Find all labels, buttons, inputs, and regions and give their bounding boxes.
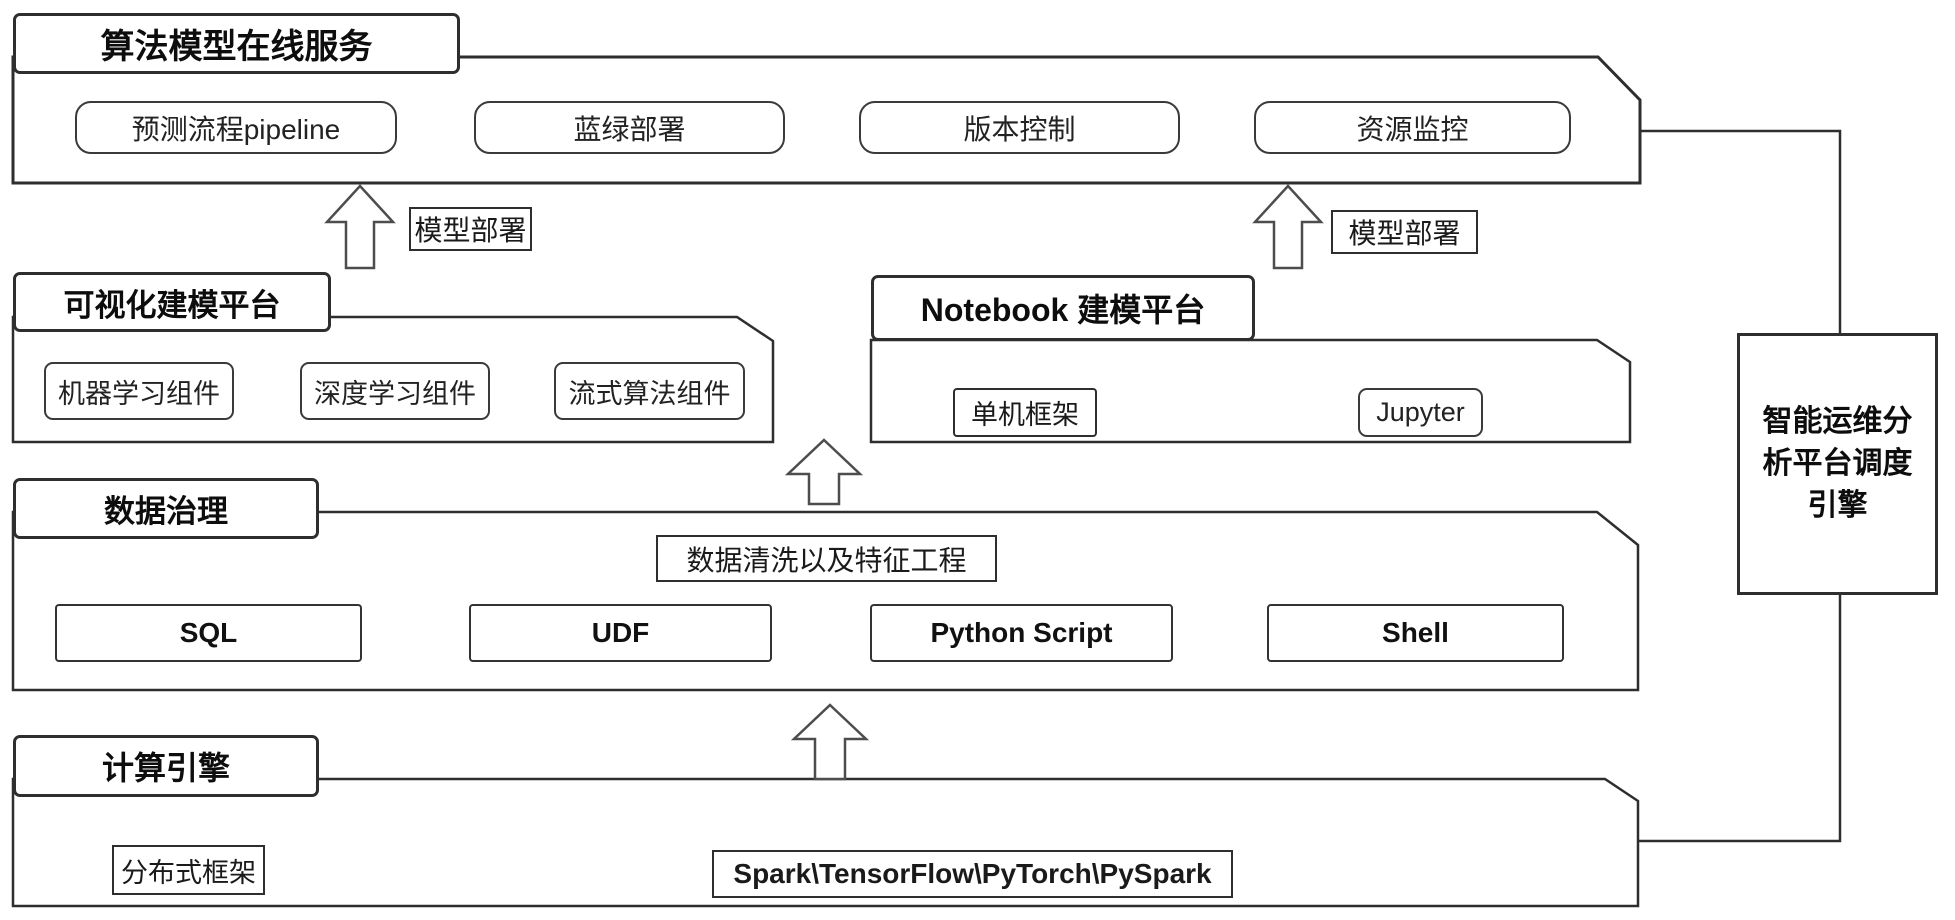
data-to-platform-arrow-icon [784,438,864,506]
visual-modeling-item-ml: 机器学习组件 [44,362,234,420]
online-service-item-bluegreen: 蓝绿部署 [474,101,785,154]
deploy-label-right: 模型部署 [1331,210,1478,254]
notebook-item-standalone: 单机框架 [953,388,1097,437]
deploy-label-left: 模型部署 [409,207,532,251]
data-governance-item-udf: UDF [469,604,772,662]
data-governance-body [11,510,1640,692]
deploy-arrow-left-icon [324,184,396,270]
data-governance-note: 数据清洗以及特征工程 [656,535,997,582]
data-governance-item-shell: Shell [1267,604,1564,662]
data-governance-item-sql: SQL [55,604,362,662]
data-governance-item-python-script: Python Script [870,604,1173,662]
online-service-item-resource-monitor: 资源监控 [1254,101,1571,154]
online-service-body [11,55,1642,185]
online-service-item-version-control: 版本控制 [859,101,1180,154]
compute-engine-item-frameworks: Spark\TensorFlow\PyTorch\PySpark [712,850,1233,898]
connector-bottom-right [1638,595,1842,843]
notebook-title-tab: Notebook 建模平台 [871,275,1255,341]
scheduler-engine-box: 智能运维分析平台调度引擎 [1737,333,1938,595]
visual-modeling-item-dl: 深度学习组件 [300,362,490,420]
compute-engine-note-distributed: 分布式框架 [112,845,265,895]
deploy-arrow-right-icon [1252,184,1324,270]
engine-to-data-arrow-icon [790,703,870,781]
visual-modeling-title-tab: 可视化建模平台 [13,272,331,332]
visual-modeling-item-streaming: 流式算法组件 [554,362,745,420]
connector-top-right [1640,129,1842,333]
notebook-item-jupyter: Jupyter [1358,388,1483,437]
compute-engine-title-tab: 计算引擎 [13,735,319,797]
data-governance-title-tab: 数据治理 [13,478,319,539]
online-service-item-pipeline: 预测流程pipeline [75,101,397,154]
online-service-title-tab: 算法模型在线服务 [13,13,460,74]
